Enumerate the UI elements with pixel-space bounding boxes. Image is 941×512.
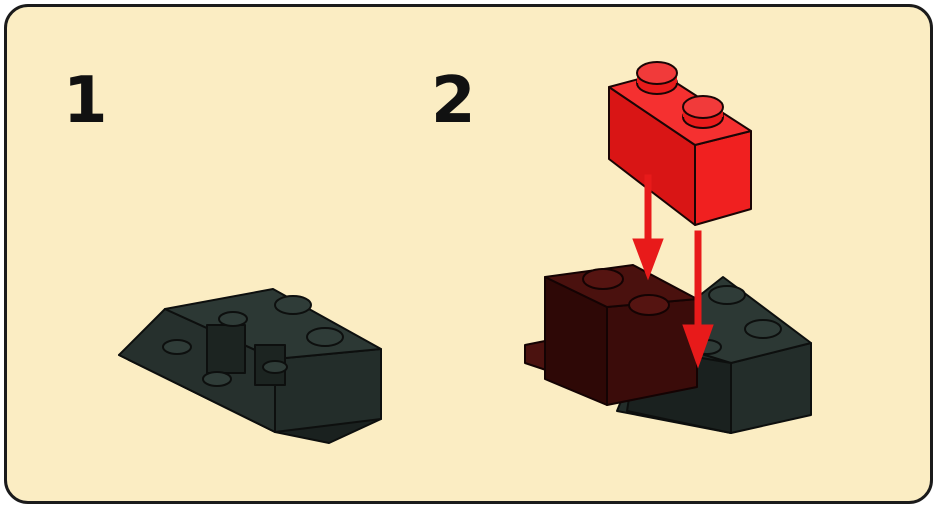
down-arrow-icon xyxy=(632,174,664,281)
step-1-number: 1 xyxy=(63,64,108,138)
instruction-illustration xyxy=(118,61,812,444)
step-1-black-slope-brick-icon xyxy=(118,288,382,444)
step-2-dark-red-brick-with-pin-icon xyxy=(524,264,698,406)
step-2-number: 2 xyxy=(431,64,476,138)
instruction-panel: 1 2 xyxy=(4,4,933,504)
step-2-red-brick-icon xyxy=(608,61,752,226)
down-arrow-icon-2 xyxy=(682,230,714,369)
